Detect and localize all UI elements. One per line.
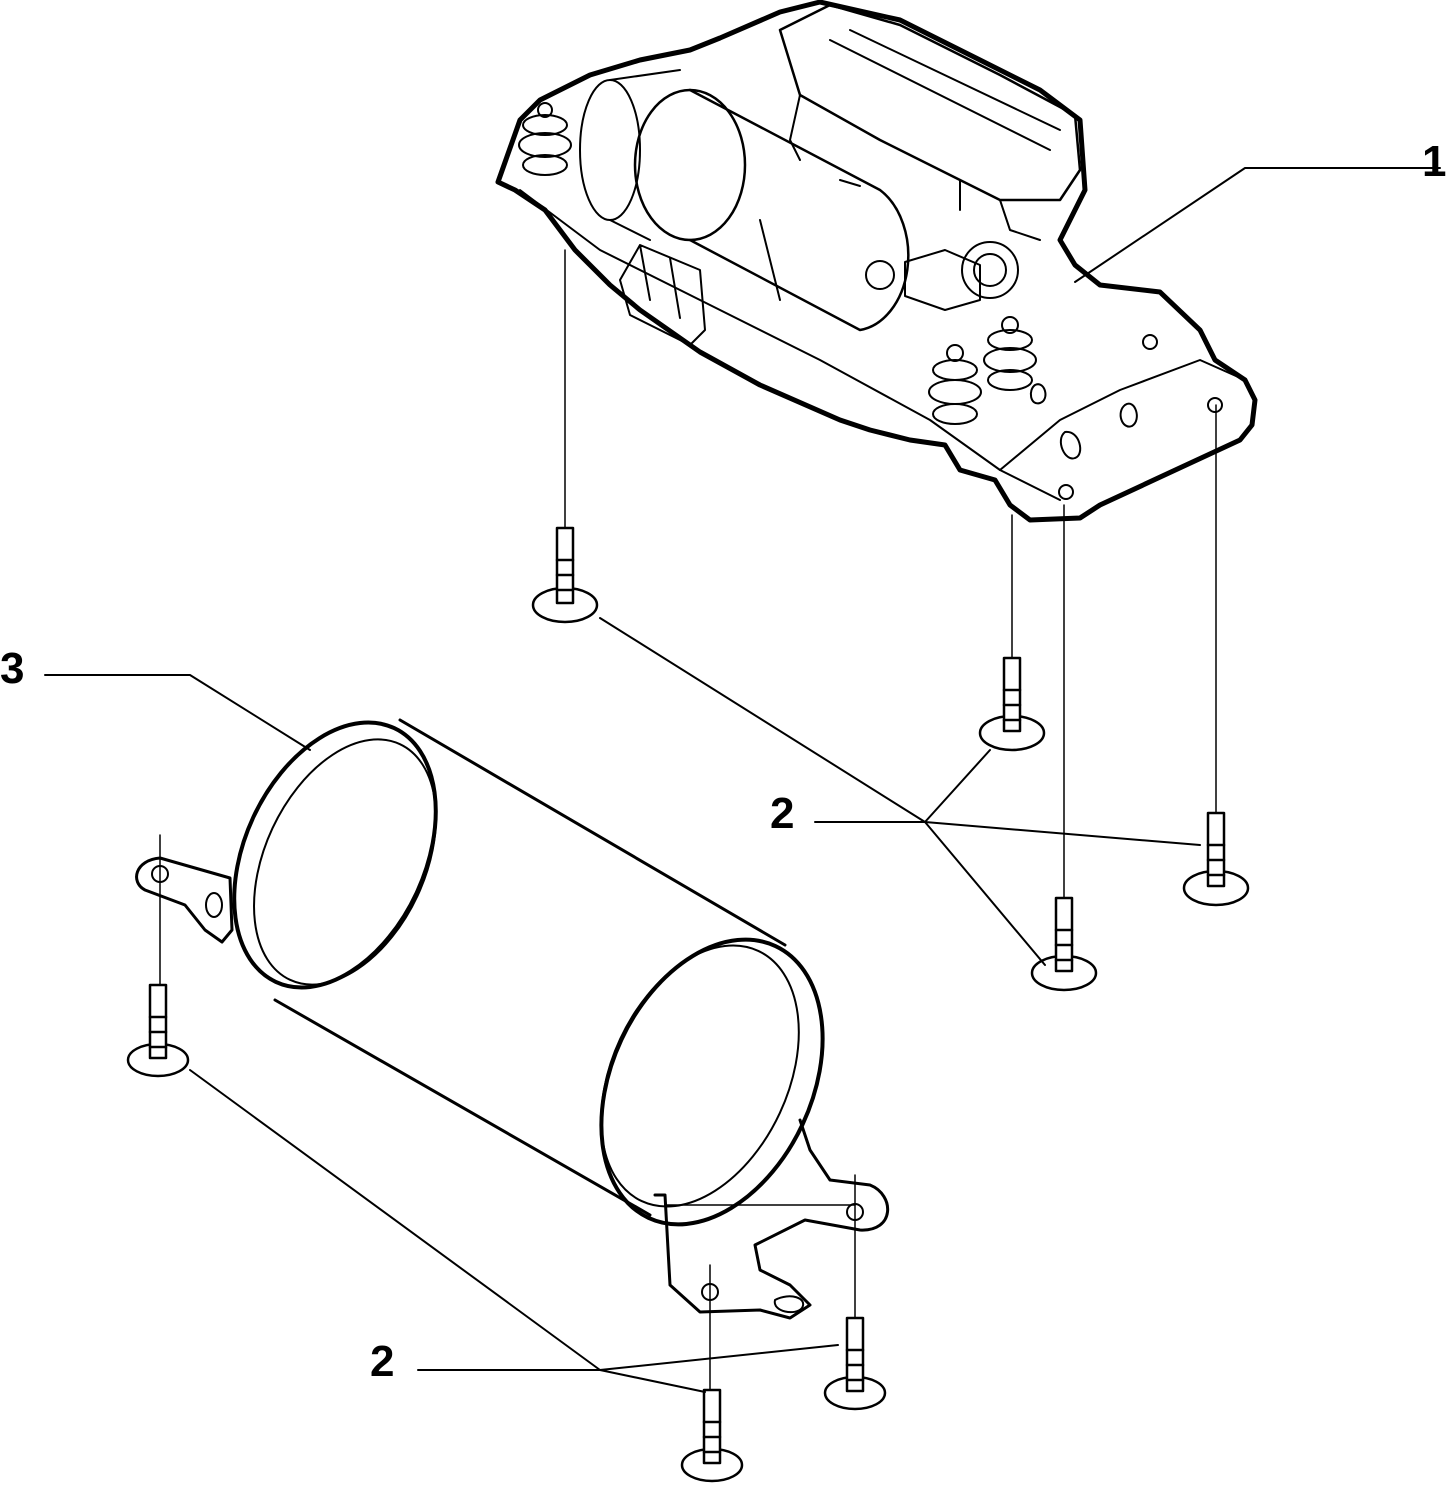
leader-part-1 [1074,167,1441,283]
motor-cylinder-end [633,88,747,242]
assembly-lines [159,249,1217,1391]
callout-part-3: 3 [0,644,25,693]
air-reservoir-tank [135,718,889,1320]
compressor-unit [495,0,1258,523]
tank-body-top [398,718,787,947]
bolt [978,656,1046,752]
callout-part-2-lower: 2 [370,1337,395,1386]
callout-part-2-upper: 2 [770,789,795,838]
mounting-bolts [126,526,1250,1483]
callout-part-1: 1 [1422,137,1447,186]
tank-rear-end [232,720,438,990]
bolt [126,983,190,1078]
rubber-mount [928,344,982,425]
valve-block-cover [778,3,1082,202]
tank-body-bottom [273,998,652,1217]
tank-right-bracket [653,1118,889,1320]
leader-lines [44,167,1441,1393]
tank-front-end [599,937,825,1227]
bolt [823,1316,887,1411]
bolt [680,1388,744,1483]
bolt [531,526,599,624]
leader-part-2-upper [599,617,1201,966]
leader-part-3 [44,674,311,751]
bolt [1030,896,1098,992]
tank-left-bracket [135,856,234,944]
rubber-mount [518,102,572,176]
bolt [1182,811,1250,907]
compressor-base-plate [495,0,1258,523]
electrical-connector [619,244,706,346]
leader-part-2-lower [189,1069,839,1393]
rubber-mount [983,316,1037,391]
